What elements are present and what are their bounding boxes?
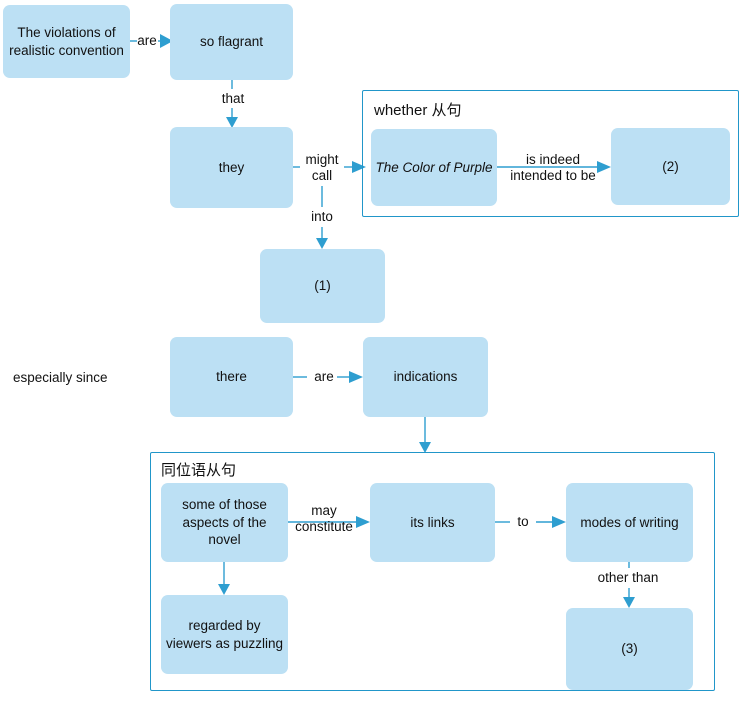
arrowhead-there-indications	[349, 371, 363, 383]
node-there[interactable]: there	[170, 337, 293, 417]
group-appositive-clause-label: 同位语从句	[161, 462, 237, 479]
group-appositive-clause	[150, 452, 715, 691]
node-the-color-of-purple[interactable]: The Color of Purple	[371, 129, 497, 206]
node-its-links[interactable]: its links	[370, 483, 495, 562]
node-modes-of-writing[interactable]: modes of writing	[566, 483, 693, 562]
edge-label-might-call: might call	[305, 152, 339, 184]
node-blank-2[interactable]: (2)	[611, 128, 730, 205]
edge-label-other-than: other than	[597, 570, 659, 585]
edge-label-into: into	[311, 209, 333, 224]
node-so-flagrant[interactable]: so flagrant	[170, 4, 293, 80]
edge-label-may-constitute: may constitute	[295, 503, 353, 535]
node-some-aspects[interactable]: some of those aspects of the novel	[161, 483, 288, 562]
edge-label-that: that	[221, 91, 245, 106]
edge-label-are-1: are	[137, 33, 157, 48]
node-regarded-as-puzzling[interactable]: regarded by viewers as puzzling	[161, 595, 288, 674]
edge-label-is-indeed-intended-to-be: is indeed intended to be	[510, 152, 596, 184]
node-they[interactable]: they	[170, 127, 293, 208]
text-especially-since: especially since	[13, 370, 108, 385]
node-violations[interactable]: The violations of realistic convention	[3, 5, 130, 78]
node-blank-1[interactable]: (1)	[260, 249, 385, 323]
edge-label-are-2: are	[314, 369, 334, 384]
group-whether-clause	[362, 90, 739, 217]
node-blank-3[interactable]: (3)	[566, 608, 693, 690]
arrowhead-into-blank1	[316, 238, 328, 249]
edge-label-to: to	[517, 514, 529, 529]
node-indications[interactable]: indications	[363, 337, 488, 417]
group-whether-clause-label: whether 从句	[374, 102, 462, 119]
